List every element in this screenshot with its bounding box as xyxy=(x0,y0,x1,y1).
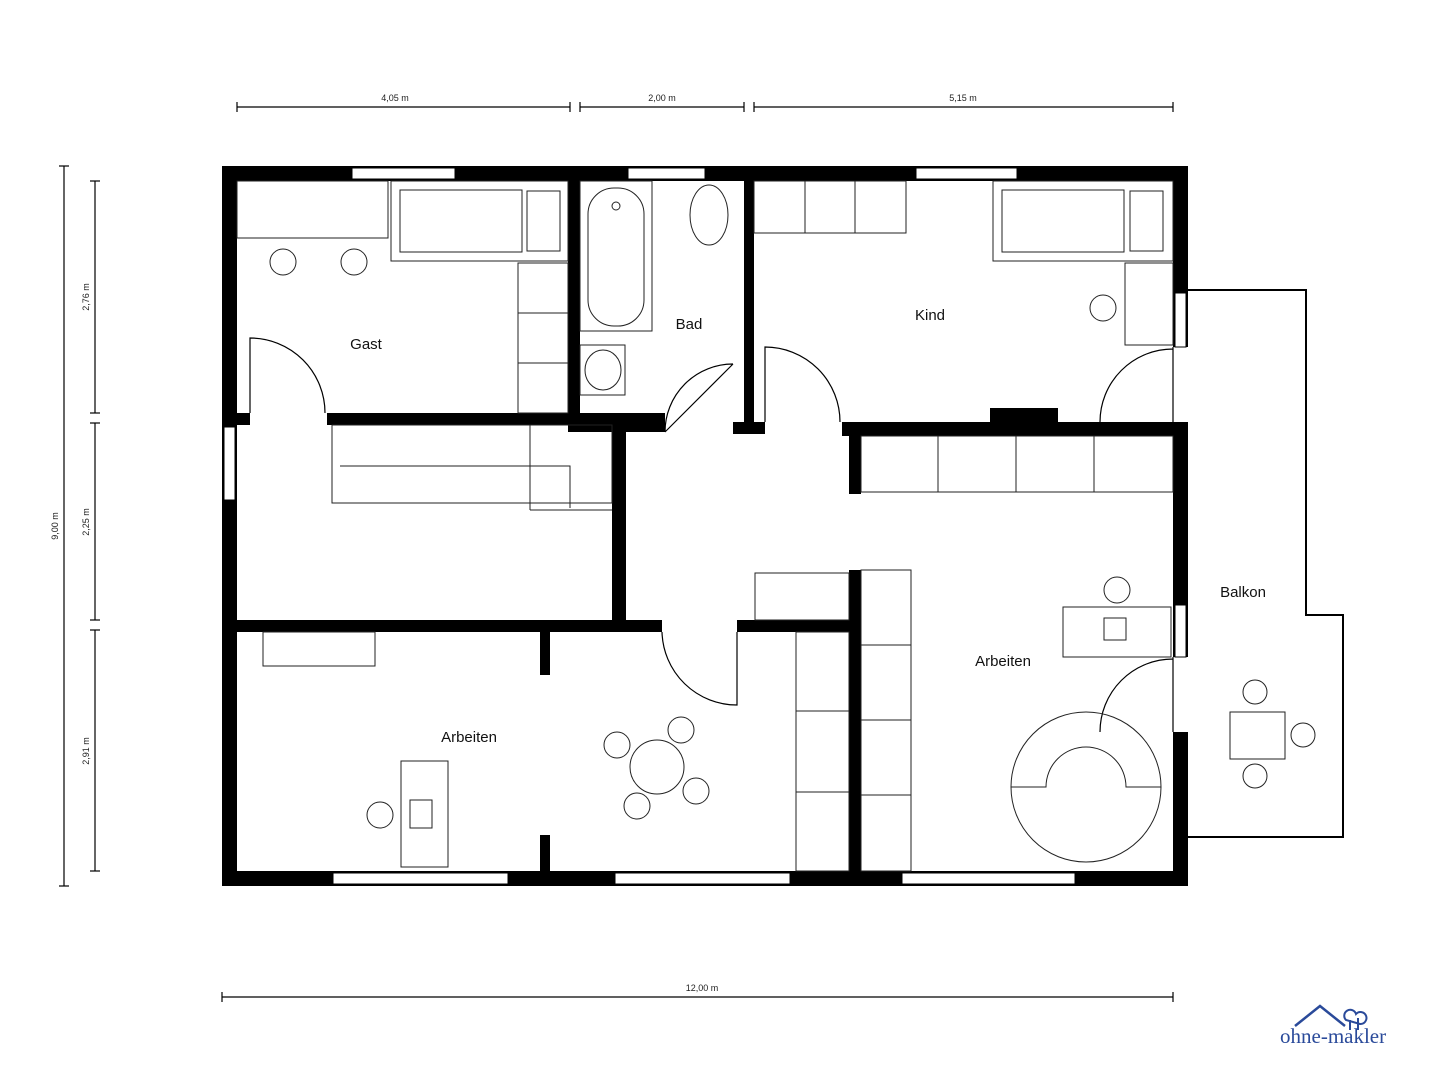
room-label-arbeiten-left: Arbeiten xyxy=(441,729,497,746)
room-label-balkon: Balkon xyxy=(1220,584,1266,601)
house-roof-icon xyxy=(1294,1004,1346,1027)
logo: ohne-makler xyxy=(1280,1004,1386,1048)
balcony-outline xyxy=(1188,289,1344,838)
logo-text: ohne-makler xyxy=(1280,1024,1386,1048)
tree-icon xyxy=(1343,1008,1368,1030)
dim-top-1: 4,05 m xyxy=(381,93,409,103)
room-label-bad: Bad xyxy=(676,316,703,333)
furniture xyxy=(236,180,1316,872)
walls xyxy=(222,166,1188,886)
dim-top-2: 2,00 m xyxy=(648,93,676,103)
dim-bottom: 12,00 m xyxy=(686,983,719,993)
room-label-arbeiten-right: Arbeiten xyxy=(975,653,1031,670)
dim-left-3: 2,91 m xyxy=(81,737,91,765)
dim-top-3: 5,15 m xyxy=(949,93,977,103)
windows xyxy=(223,167,1187,885)
dim-left-total: 9,00 m xyxy=(50,512,60,540)
room-label-gast: Gast xyxy=(350,336,383,353)
dim-left-2: 2,25 m xyxy=(81,508,91,536)
doors xyxy=(249,337,1174,733)
dimension-lines xyxy=(59,102,1174,1002)
room-label-kind: Kind xyxy=(915,307,945,324)
dim-left-1: 2,76 m xyxy=(81,283,91,311)
